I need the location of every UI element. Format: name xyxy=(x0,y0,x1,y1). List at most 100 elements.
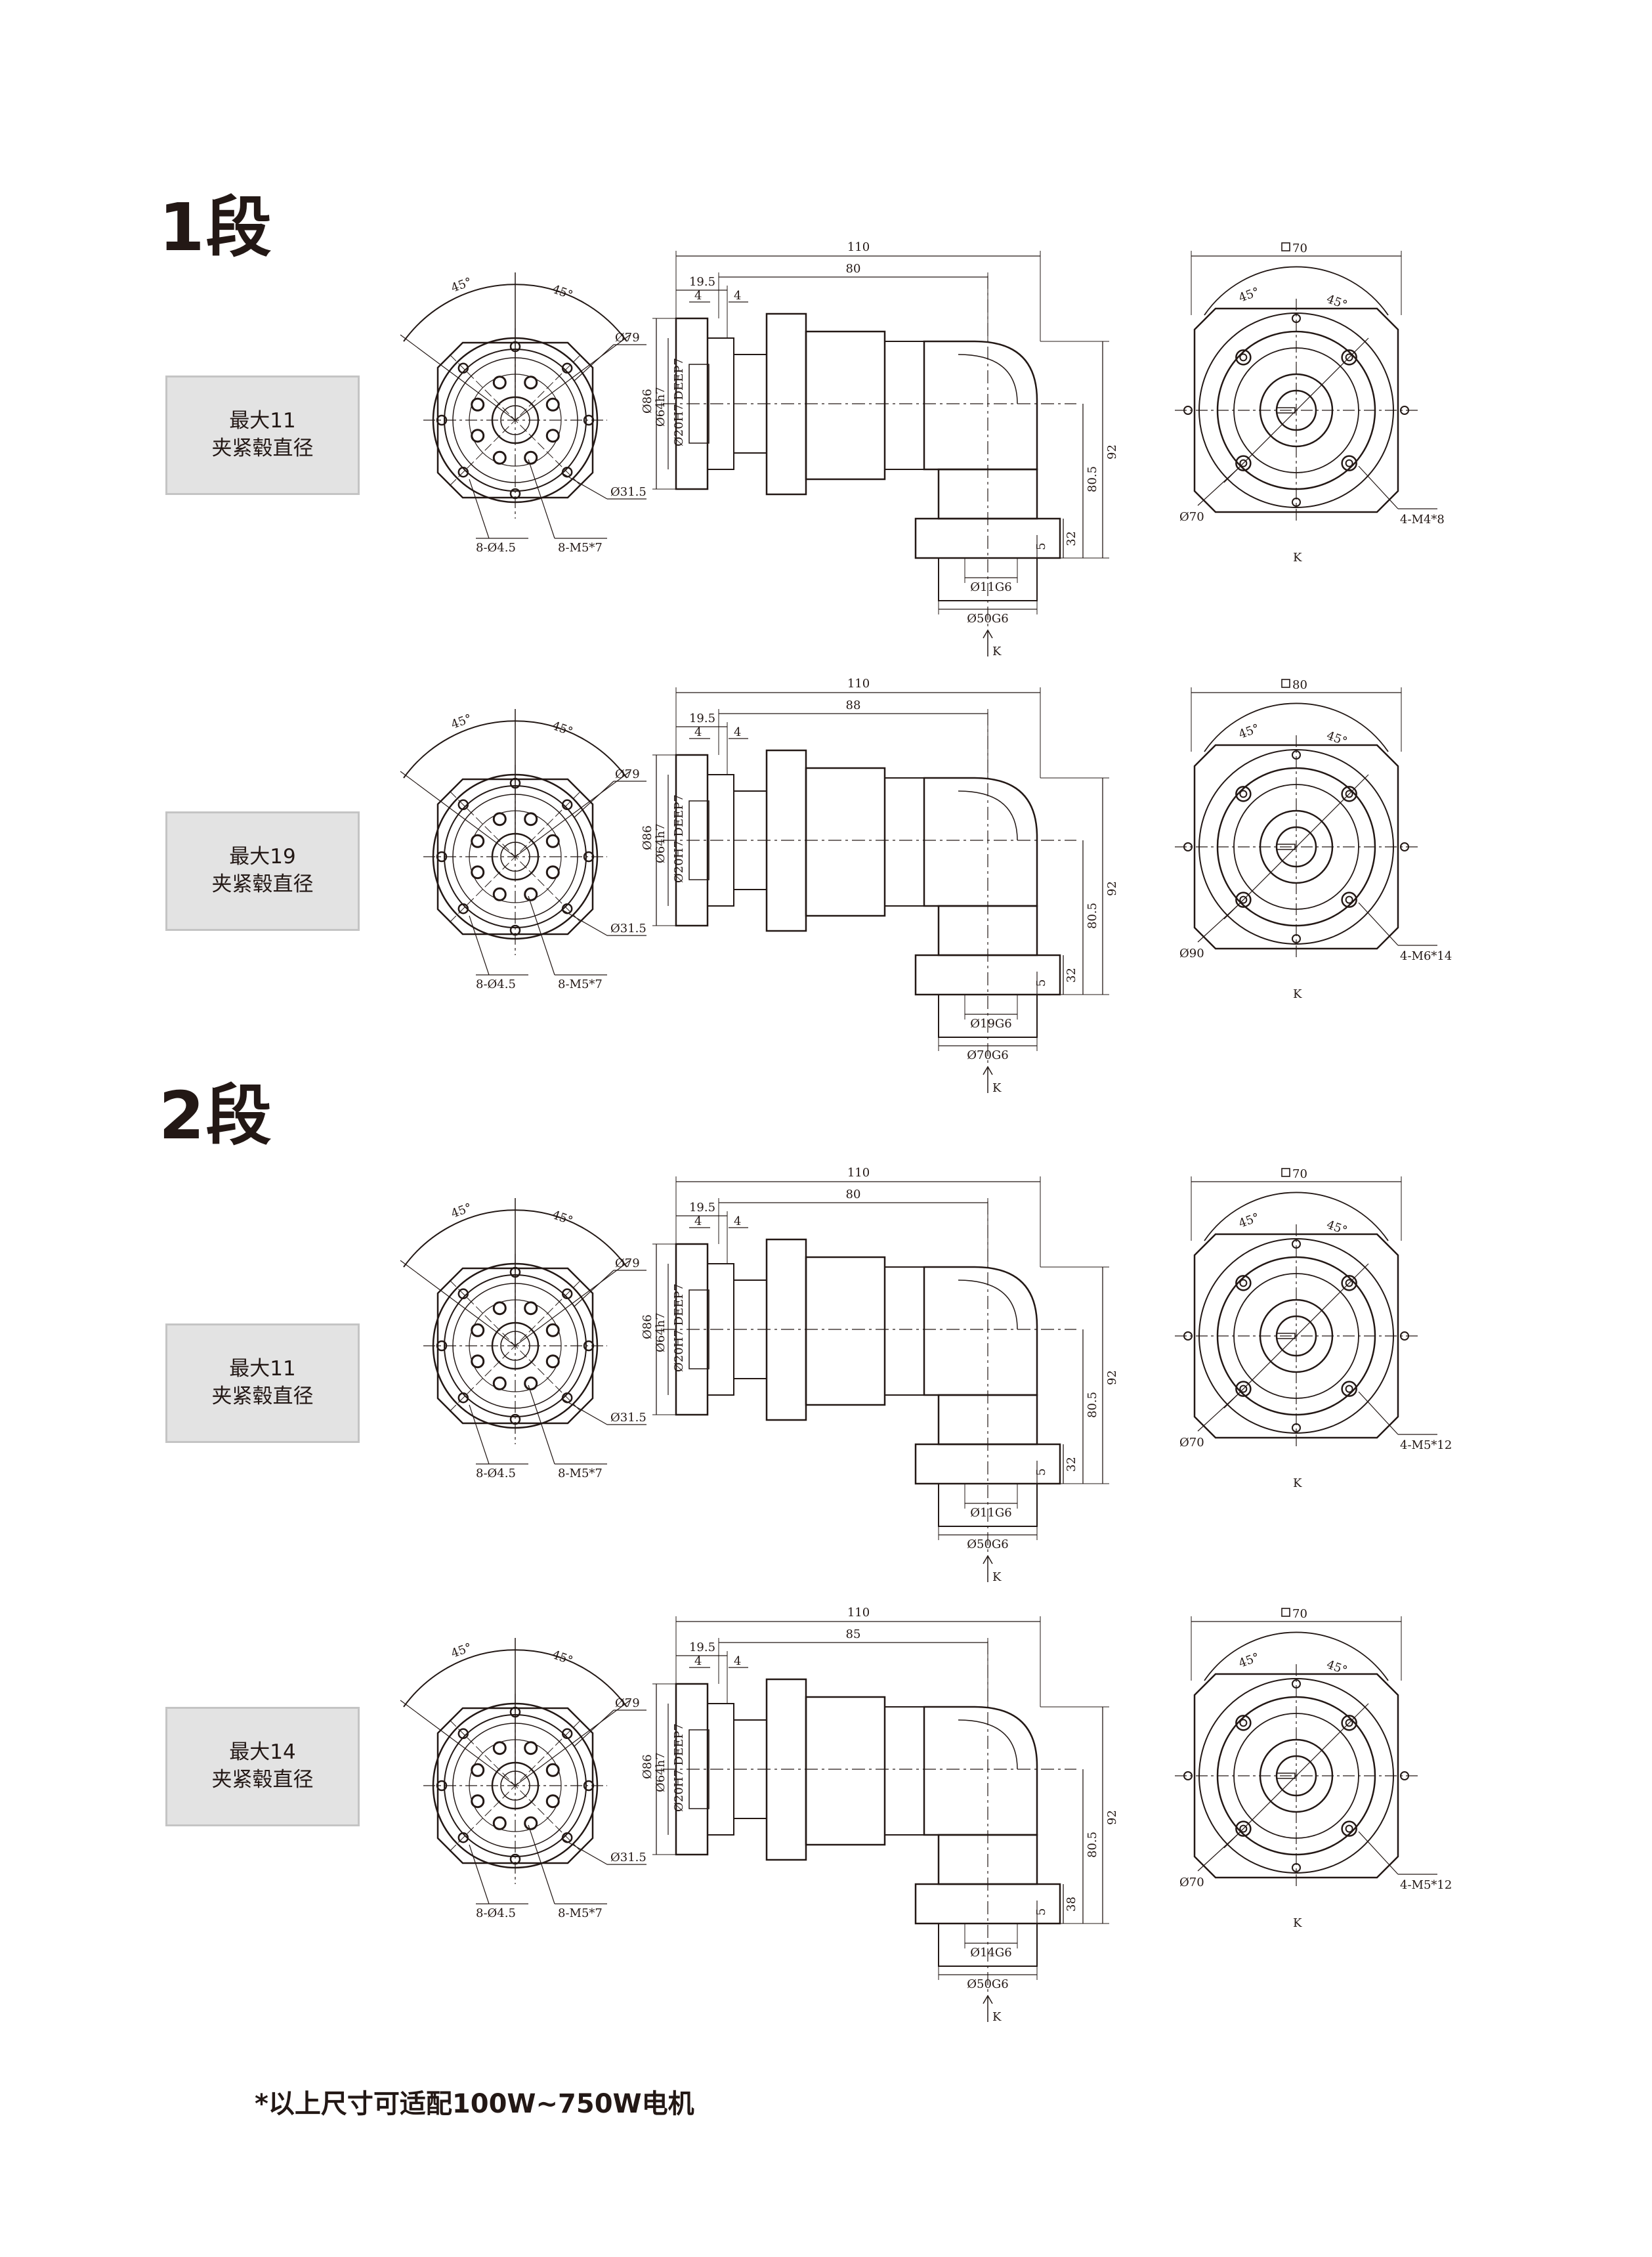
side-view-k-label: K xyxy=(992,1081,1002,1095)
side-total-height-label: 92 xyxy=(1105,444,1119,460)
clamp-hub-max-label: 最大19 xyxy=(229,845,296,869)
front-view-k-label: K xyxy=(1293,1916,1302,1930)
front-square-label: 80 xyxy=(1292,678,1307,692)
flange-outer-diameter-label: Ø79 xyxy=(615,1257,640,1270)
side-view-k-label: K xyxy=(992,2010,1002,2024)
side-low-height-label: 32 xyxy=(1065,968,1078,983)
side-shaft-diameter-label: Ø11G6 xyxy=(970,580,1012,594)
front-angle-left-label: 45° xyxy=(1237,1650,1261,1671)
clamp-hub-max-label: 最大14 xyxy=(229,1740,296,1765)
clamp-hub-label-box: 最大11 夹紧毂直径 xyxy=(165,1323,360,1443)
clamp-hub-label-box: 最大14 夹紧毂直径 xyxy=(165,1707,360,1826)
side-mid-length-label: 80 xyxy=(846,1188,861,1201)
flange-holes-label: 8-Ø4.5 xyxy=(476,1467,516,1480)
side-length-b-label: 4 xyxy=(694,725,702,739)
side-base-diameter-label: Ø50G6 xyxy=(967,1537,1009,1551)
flange-outer-diameter-label: Ø79 xyxy=(615,331,640,345)
side-big-diameter-label: Ø86 xyxy=(641,389,654,414)
side-view-k-label: K xyxy=(992,1570,1002,1584)
front-square-label: 70 xyxy=(1292,1607,1307,1621)
side-total-height-label: 92 xyxy=(1105,1810,1119,1825)
side-total-height-label: 92 xyxy=(1105,1370,1119,1385)
side-mid-height-label: 80.5 xyxy=(1086,1392,1099,1418)
side-low-height-label: 32 xyxy=(1065,531,1078,546)
flange-inner-diameter-label: Ø31.5 xyxy=(610,922,646,935)
front-pcd-diameter-label: Ø90 xyxy=(1179,947,1204,960)
side-pilot-diameter-label: Ø64h7 xyxy=(654,1752,667,1792)
front-tap-label: 4-M5*12 xyxy=(1400,1438,1452,1452)
front-view-k-label: K xyxy=(1293,551,1302,565)
side-bore-label: Ø20H7 DEEP7 xyxy=(672,1723,686,1812)
flange-screws-label: 8-M5*7 xyxy=(558,978,603,991)
side-bore-label: Ø20H7 DEEP7 xyxy=(672,358,686,446)
side-pilot-diameter-label: Ø64h7 xyxy=(654,823,667,863)
side-pilot-diameter-label: Ø64h7 xyxy=(654,1312,667,1352)
front-view-k-label: K xyxy=(1293,1476,1302,1490)
flange-inner-diameter-label: Ø31.5 xyxy=(610,1851,646,1864)
clamp-hub-diameter-label: 夹紧毂直径 xyxy=(211,1768,314,1792)
side-total-length-label: 110 xyxy=(847,1166,870,1180)
flange-inner-diameter-label: Ø31.5 xyxy=(610,1411,646,1425)
side-shaft-diameter-label: Ø14G6 xyxy=(970,1946,1012,1960)
flange-screws-label: 8-M5*7 xyxy=(558,1906,603,1920)
side-key-height-label: 5 xyxy=(1034,979,1048,987)
side-shaft-diameter-label: Ø19G6 xyxy=(970,1017,1012,1031)
side-length-c-label: 4 xyxy=(734,289,741,303)
side-base-diameter-label: Ø50G6 xyxy=(967,1977,1009,1991)
front-angle-left-label: 45° xyxy=(1237,1211,1261,1231)
side-view-k-label: K xyxy=(992,645,1002,658)
front-pcd-diameter-label: Ø70 xyxy=(1179,1436,1204,1450)
flange-holes-label: 8-Ø4.5 xyxy=(476,1906,516,1920)
flange-screws-label: 8-M5*7 xyxy=(558,1467,603,1480)
side-big-diameter-label: Ø86 xyxy=(641,825,654,850)
side-mid-length-label: 85 xyxy=(846,1627,861,1641)
side-bore-label: Ø20H7 DEEP7 xyxy=(672,1283,686,1372)
front-pcd-diameter-label: Ø70 xyxy=(1179,510,1204,524)
flange-outer-diameter-label: Ø79 xyxy=(615,1696,640,1710)
clamp-hub-diameter-label: 夹紧毂直径 xyxy=(211,1385,314,1408)
footnote: *以上尺寸可适配100W~750W电机 xyxy=(255,2089,694,2119)
side-length-b-label: 4 xyxy=(694,1654,702,1668)
side-mid-length-label: 88 xyxy=(846,699,861,712)
side-mid-height-label: 80.5 xyxy=(1086,903,1099,929)
front-angle-left-label: 45° xyxy=(1237,721,1261,742)
side-length-c-label: 4 xyxy=(734,725,741,739)
flange-outer-diameter-label: Ø79 xyxy=(615,767,640,781)
side-length-b-label: 4 xyxy=(694,1214,702,1228)
flange-angle-right-label: 45° xyxy=(550,719,574,739)
side-low-height-label: 32 xyxy=(1065,1457,1078,1472)
side-mid-height-label: 80.5 xyxy=(1086,1832,1099,1858)
side-length-b-label: 4 xyxy=(694,289,702,303)
side-total-length-label: 110 xyxy=(847,1606,870,1620)
side-big-diameter-label: Ø86 xyxy=(641,1754,654,1779)
front-view-k-label: K xyxy=(1293,987,1302,1001)
stage1-title: 1段 xyxy=(159,189,273,266)
side-total-length-label: 110 xyxy=(847,240,870,254)
front-tap-label: 4-M6*14 xyxy=(1400,949,1452,963)
flange-inner-diameter-label: Ø31.5 xyxy=(610,485,646,499)
front-angle-left-label: 45° xyxy=(1237,285,1261,305)
side-big-diameter-label: Ø86 xyxy=(641,1314,654,1339)
flange-holes-label: 8-Ø4.5 xyxy=(476,541,516,555)
flange-angle-right-label: 45° xyxy=(550,1208,574,1228)
side-base-diameter-label: Ø50G6 xyxy=(967,612,1009,626)
side-key-height-label: 5 xyxy=(1034,1469,1048,1476)
side-pilot-diameter-label: Ø64h7 xyxy=(654,387,667,427)
side-total-length-label: 110 xyxy=(847,677,870,691)
side-mid-height-label: 80.5 xyxy=(1086,466,1099,492)
clamp-hub-max-label: 最大11 xyxy=(229,1357,296,1381)
side-low-height-label: 38 xyxy=(1065,1897,1078,1912)
flange-angle-right-label: 45° xyxy=(550,1648,574,1668)
side-mid-length-label: 80 xyxy=(846,262,861,276)
front-square-label: 70 xyxy=(1292,1167,1307,1181)
front-square-label: 70 xyxy=(1292,242,1307,255)
